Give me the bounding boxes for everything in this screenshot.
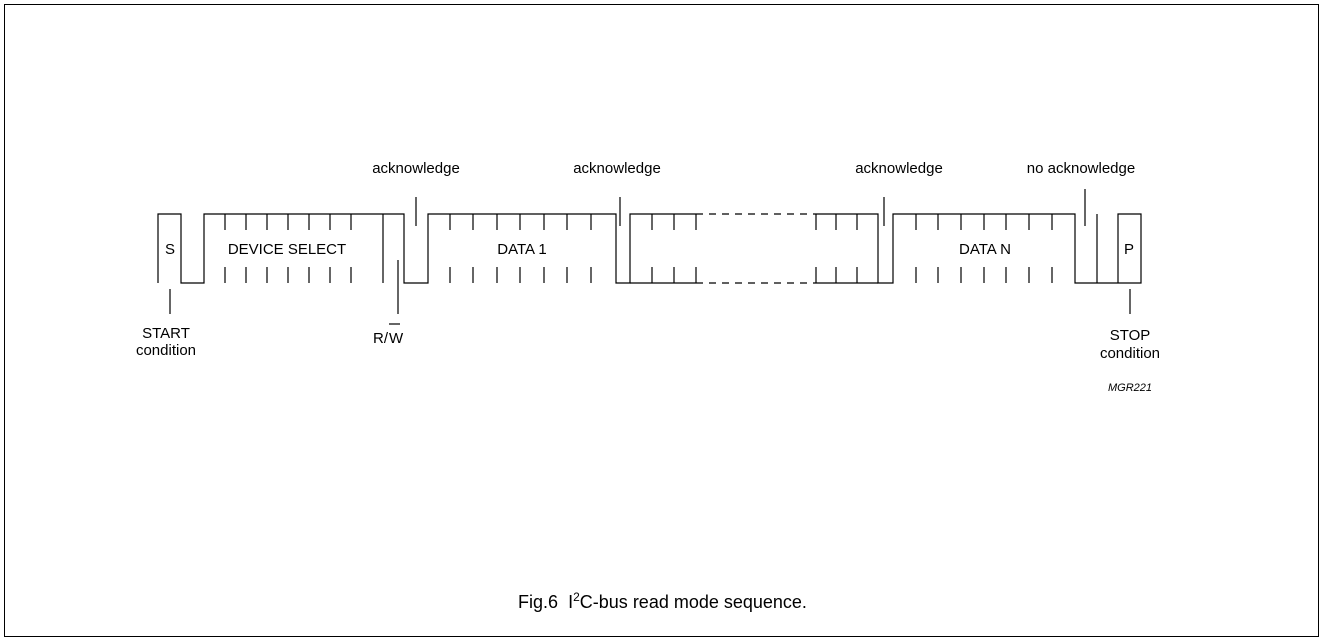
rw-label: R/ <box>373 330 389 347</box>
signal-trace-left <box>157 213 696 284</box>
figure-number: Fig.6 <box>518 592 559 612</box>
caption-text: C-bus read mode sequence. <box>579 592 807 612</box>
figure-frame <box>4 4 1319 637</box>
figure-caption: Fig.6 I2C-bus read mode sequence. <box>0 590 1325 613</box>
stop-condition-line1: STOP <box>1110 327 1151 344</box>
data1-bit-ticks <box>449 214 592 283</box>
intermediate-bit-ticks <box>651 214 858 283</box>
device-select-bit-ticks <box>224 214 384 283</box>
start-condition-line2: condition <box>136 342 196 359</box>
caption-bus-prefix: I <box>568 592 574 612</box>
ack-label-2: acknowledge <box>573 160 661 177</box>
data1-label: DATA 1 <box>497 241 546 258</box>
ack-label-3: acknowledge <box>855 160 943 177</box>
device-select-label: DEVICE SELECT <box>228 241 346 258</box>
start-symbol: S <box>165 241 175 258</box>
signal-trace-right <box>816 213 1142 284</box>
ack-label-1: acknowledge <box>372 160 460 177</box>
rw-label-w: W <box>389 330 404 347</box>
caption-bus-superscript: 2 <box>573 590 580 604</box>
stop-condition-line2: condition <box>1100 345 1160 362</box>
figure-code: MGR221 <box>1108 382 1152 394</box>
start-condition-line1: START <box>142 325 190 342</box>
no-ack-label: no acknowledge <box>1027 160 1135 177</box>
datan-label: DATA N <box>959 241 1011 258</box>
datan-bit-ticks <box>915 214 1053 283</box>
stop-symbol: P <box>1124 241 1134 258</box>
